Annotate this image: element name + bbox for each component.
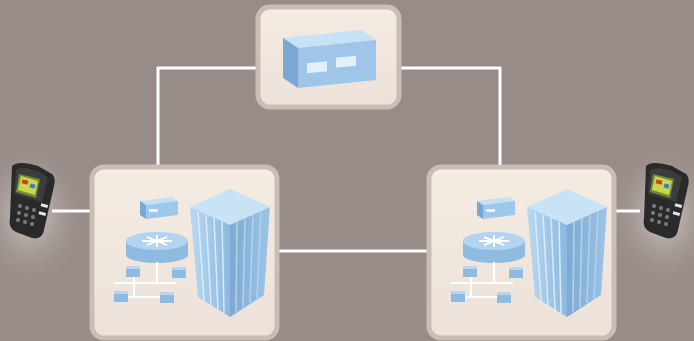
link-left-site-to-datacenter	[156, 66, 258, 168]
site-left-node	[89, 164, 280, 341]
link-right-site-to-datacenter	[400, 66, 502, 168]
site-right-node	[426, 164, 617, 341]
central-datacenter-node	[255, 4, 402, 110]
datacenter-building-icon	[283, 30, 376, 88]
